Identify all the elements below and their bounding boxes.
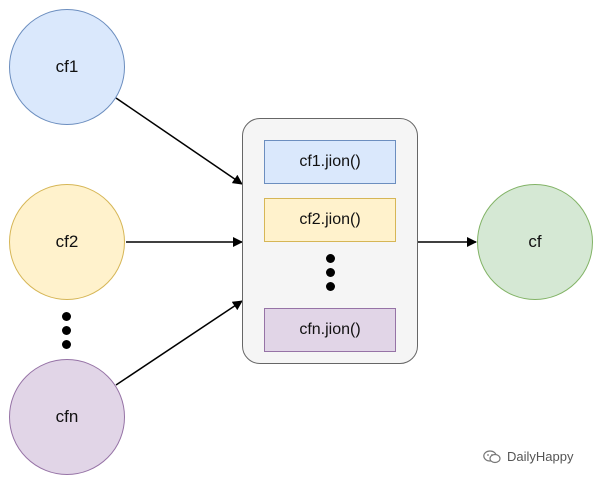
join-step-cf2-label: cf2.jion() bbox=[299, 211, 361, 228]
node-cf1-label: cf1 bbox=[55, 57, 79, 76]
wechat-icon bbox=[483, 449, 501, 463]
node-cf2-label: cf2 bbox=[55, 232, 79, 251]
join-step-cf1-label: cf1.jion() bbox=[299, 153, 361, 170]
ellipsis-dot-left-2 bbox=[62, 326, 71, 335]
node-cfn-label: cfn bbox=[55, 407, 79, 426]
watermark: DailyHappy bbox=[483, 449, 573, 464]
node-cf-label: cf bbox=[528, 232, 542, 251]
ellipsis-dot-left-3 bbox=[62, 340, 71, 349]
node-cfn: cfn bbox=[9, 359, 125, 475]
join-step-cf1: cf1.jion() bbox=[264, 140, 396, 184]
join-step-cf2: cf2.jion() bbox=[264, 198, 396, 242]
arrow-cf1-to-join bbox=[115, 97, 243, 185]
node-cf2: cf2 bbox=[9, 184, 125, 300]
join-step-cfn: cfn.jion() bbox=[264, 308, 396, 352]
ellipsis-dot-center-3 bbox=[326, 282, 335, 291]
node-cf: cf bbox=[477, 184, 593, 300]
node-cf1: cf1 bbox=[9, 9, 125, 125]
ellipsis-dot-center-1 bbox=[326, 254, 335, 263]
ellipsis-dot-center-2 bbox=[326, 268, 335, 277]
watermark-text: DailyHappy bbox=[507, 449, 574, 464]
arrow-cfn-to-join bbox=[115, 300, 243, 386]
ellipsis-dot-left-1 bbox=[62, 312, 71, 321]
join-step-cfn-label: cfn.jion() bbox=[299, 321, 361, 338]
